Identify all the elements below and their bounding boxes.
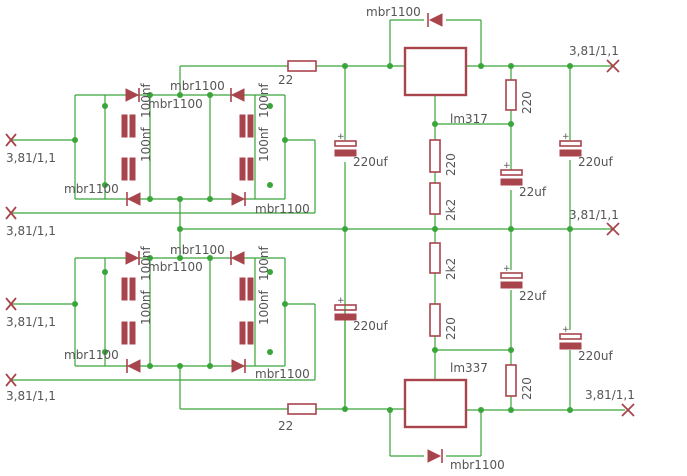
capacitor-symbol [121, 157, 136, 181]
label-conn-in-2: 3,81/1,1 [6, 224, 56, 238]
label-br1-diode-bl: mbr1100 [64, 182, 119, 196]
cap-electrolytic-22uf-b: + [500, 264, 523, 289]
connector-mark [5, 206, 17, 220]
label-br2-diode-br: mbr1100 [255, 367, 310, 381]
diode-symbol [230, 88, 245, 102]
capacitor-symbol [239, 321, 254, 345]
label-diode-top: mbr1100 [366, 5, 421, 19]
regulator-lm337 [403, 378, 468, 429]
capacitor-symbol [239, 114, 254, 138]
label-cap-220uf-bottom: 220uf [353, 319, 389, 333]
label-res-2k2-b: 2k2 [444, 258, 458, 280]
label-conn-in-1: 3,81/1,1 [6, 151, 56, 165]
label-br2-cap-l1: 100nf [139, 245, 153, 281]
connector-mark [5, 133, 17, 147]
component-labels: mbr1100 mbr1100 lm317 lm337 22 22 220uf … [6, 5, 635, 472]
label-br1-diode-br: mbr1100 [255, 202, 310, 216]
label-cap-220uf-out-bottom: 220uf [578, 349, 614, 363]
label-br1-diode-tl: mbr1100 [148, 97, 203, 111]
bridge-rectifier-2 [10, 251, 316, 381]
connector-mark [606, 59, 620, 73]
label-br1-cap-r1: 100nf [257, 82, 271, 118]
diode-symbol [125, 88, 140, 102]
label-res-22-top: 22 [278, 73, 293, 87]
capacitor-symbol [121, 321, 136, 345]
wires-upper [179, 19, 612, 410]
label-br2-cap-r1: 100nf [257, 245, 271, 281]
cap-electrolytic-22uf-a: + [500, 161, 523, 186]
label-br2-cap-l2: 100nf [139, 289, 153, 325]
diode-symbol [231, 359, 246, 373]
label-res-220-b: 220 [444, 317, 458, 340]
label-lm317: lm317 [450, 112, 488, 126]
diode-symbol [125, 251, 140, 265]
connector-mark [621, 403, 635, 417]
label-res-2k2-a: 2k2 [444, 199, 458, 221]
label-cap-220uf-out-top: 220uf [578, 155, 614, 169]
diode-symbol [231, 192, 246, 206]
junctions-right [177, 63, 573, 413]
connector-mark [606, 222, 620, 236]
resistor-220-pos-adj [505, 79, 517, 111]
diode-symbol [126, 359, 141, 373]
label-br2-diode-tr: mbr1100 [170, 243, 225, 257]
label-cap-22uf-b: 22uf [519, 289, 547, 303]
resistor-2k2-b [429, 242, 441, 274]
label-res-220-pos-adj: 220 [520, 91, 534, 114]
diode-symbol [427, 13, 443, 27]
label-br1-cap-r2: 100nf [257, 126, 271, 162]
label-br2-diode-bl: mbr1100 [64, 348, 119, 362]
label-res-220-neg-adj: 220 [520, 377, 534, 400]
diode-symbol [126, 192, 141, 206]
capacitor-symbol [239, 157, 254, 181]
cap-electrolytic-main-top: + [334, 132, 357, 157]
label-conn-out-top: 3,81/1,1 [569, 44, 619, 58]
label-br2-diode-tl: mbr1100 [148, 260, 203, 274]
svg-text:+: + [337, 132, 345, 142]
wires-lower [179, 229, 625, 457]
connector-mark [5, 297, 17, 311]
label-conn-out-bottom: 3,81/1,1 [585, 388, 635, 402]
resistor-220-neg-adj [505, 364, 517, 397]
label-conn-in-3: 3,81/1,1 [6, 315, 56, 329]
resistor-22-bottom [287, 403, 317, 415]
cap-electrolytic-out-top: + [559, 132, 582, 157]
diode-symbol [427, 449, 443, 463]
resistor-220-b [429, 303, 441, 337]
svg-text:+: + [562, 325, 570, 335]
svg-text:+: + [503, 161, 511, 171]
capacitor-symbol [239, 277, 254, 301]
resistor-2k2-a [429, 182, 441, 215]
svg-text:+: + [337, 296, 345, 306]
svg-text:+: + [562, 132, 570, 142]
cap-electrolytic-main-bottom: + [334, 296, 357, 321]
capacitor-symbol [121, 277, 136, 301]
resistor-220-a [429, 139, 441, 173]
svg-text:+: + [503, 264, 511, 274]
label-lm337: lm337 [450, 361, 488, 375]
label-cap-22uf-a: 22uf [519, 185, 547, 199]
bridge-rectifier-1 [10, 88, 316, 214]
label-br1-cap-l1: 100nf [139, 82, 153, 118]
label-res-22-bottom: 22 [278, 419, 293, 433]
label-cap-220uf-top: 220uf [353, 155, 389, 169]
label-br1-diode-tr: mbr1100 [170, 79, 225, 93]
label-conn-in-4: 3,81/1,1 [6, 389, 56, 403]
regulator-lm317 [403, 46, 468, 97]
connector-mark [5, 373, 17, 387]
cap-electrolytic-out-bottom: + [559, 325, 582, 350]
diode-symbol [230, 251, 245, 265]
label-br1-cap-l2: 100nf [139, 126, 153, 162]
label-diode-bottom: mbr1100 [450, 458, 505, 472]
label-res-220-a: 220 [444, 153, 458, 176]
capacitor-symbol [121, 114, 136, 138]
resistor-22-top [287, 60, 317, 72]
label-br2-cap-r2: 100nf [257, 289, 271, 325]
label-conn-out-mid: 3,81/1,1 [569, 208, 619, 222]
